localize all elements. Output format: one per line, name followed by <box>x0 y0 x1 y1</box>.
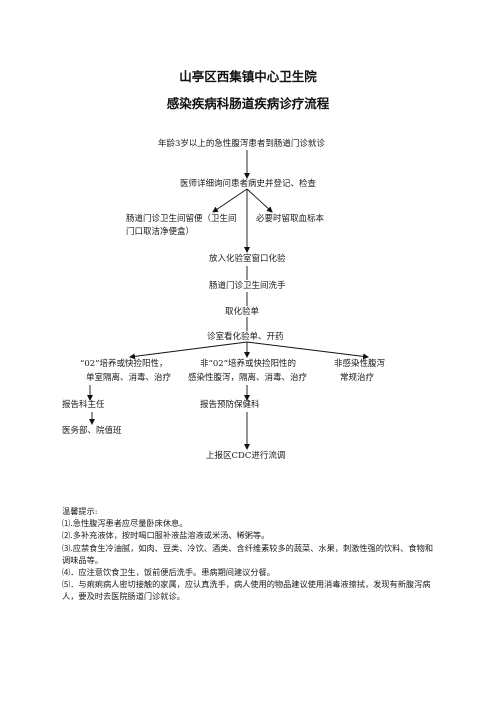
flow-step-handwash: 肠道门诊卫生间洗手 <box>209 281 286 291</box>
arrow-step7-to-a <box>129 341 248 360</box>
document-subtitle: 感染疾病科肠道疾病诊疗流程 <box>166 96 330 111</box>
tip-item: ⑷．应注意饮食卫生，饭前便后洗手。患病期间建议分餐。 <box>62 567 275 578</box>
tip-item: ⑴.急性腹泻患者应尽量卧床休息。 <box>62 518 188 529</box>
arrow-step2-to-left <box>212 188 248 213</box>
branch-non-infectious-line1: 非感染性腹泻 <box>334 359 386 369</box>
branch-non-o2-line1: 非“02”培养或快捡阳性的 <box>200 359 297 369</box>
tip-item: ⑸．与痢痢病人密切接触的家属，应认真洗手，病人使用的物品建议使用消毒液擦拭，发现… <box>62 579 431 602</box>
flow-step-stool-sample-line1: 肠道门诊卫生间留便（卫生间 <box>126 214 237 224</box>
warm-tips: 温馨提示: ⑴.急性腹泻患者应尽量卧床休息。 ⑵.多补充液体，按时喝口服补液盐溶… <box>62 505 434 603</box>
flow-step-stool-sample-line2: 门口取洁净便盒） <box>126 227 195 237</box>
flow-step-lab-window: 放入化验室窗口化验 <box>209 254 286 264</box>
document-title: 山亭区西集镇中心卫生院 <box>179 69 317 84</box>
flow-step-blood-sample: 必要时留取血标本 <box>256 214 325 224</box>
arrow-step2-to-right <box>246 188 273 213</box>
flow-step-arrival: 年龄3岁以上的急性腹泻患者到肠道门诊就诊 <box>158 139 325 149</box>
branch-non-o2-line2: 感染性腹泻，隔离、消毒、治疗 <box>188 373 308 383</box>
branch-non-infectious-line2: 常规治疗 <box>340 373 375 383</box>
tips-heading: 温馨提示: <box>62 506 98 516</box>
arrow-step7-to-c <box>246 341 369 360</box>
tip-item: ⑵.多补充液体，按时喝口服补液盐溶液或米汤、稀粥等。 <box>62 530 270 541</box>
medical-affairs-duty: 医务部、院值班 <box>62 426 122 436</box>
report-preventive-health: 报告预防保健科 <box>200 400 260 410</box>
report-department-director: 报告科主任 <box>62 400 105 410</box>
flow-step-history: 医师详细询问患者病史并登记、检查 <box>180 179 317 189</box>
report-district-cdc: 上报区CDC进行流调 <box>206 451 286 461</box>
branch-o2-positive-line2: 单室隔离、消毒、治疗 <box>86 373 172 383</box>
flow-step-get-report: 取化验单 <box>225 307 260 317</box>
flow-step-prescription: 诊室看化验单、开药 <box>207 332 284 342</box>
tip-item: ⑶.应禁食生冷油腻，如肉、豆类、冷饮、酒类、含纤维素较多的蔬菜、水果，刺激性强的… <box>62 542 434 565</box>
branch-o2-positive-line1: “02”培养或快捡阳性， <box>80 359 168 369</box>
